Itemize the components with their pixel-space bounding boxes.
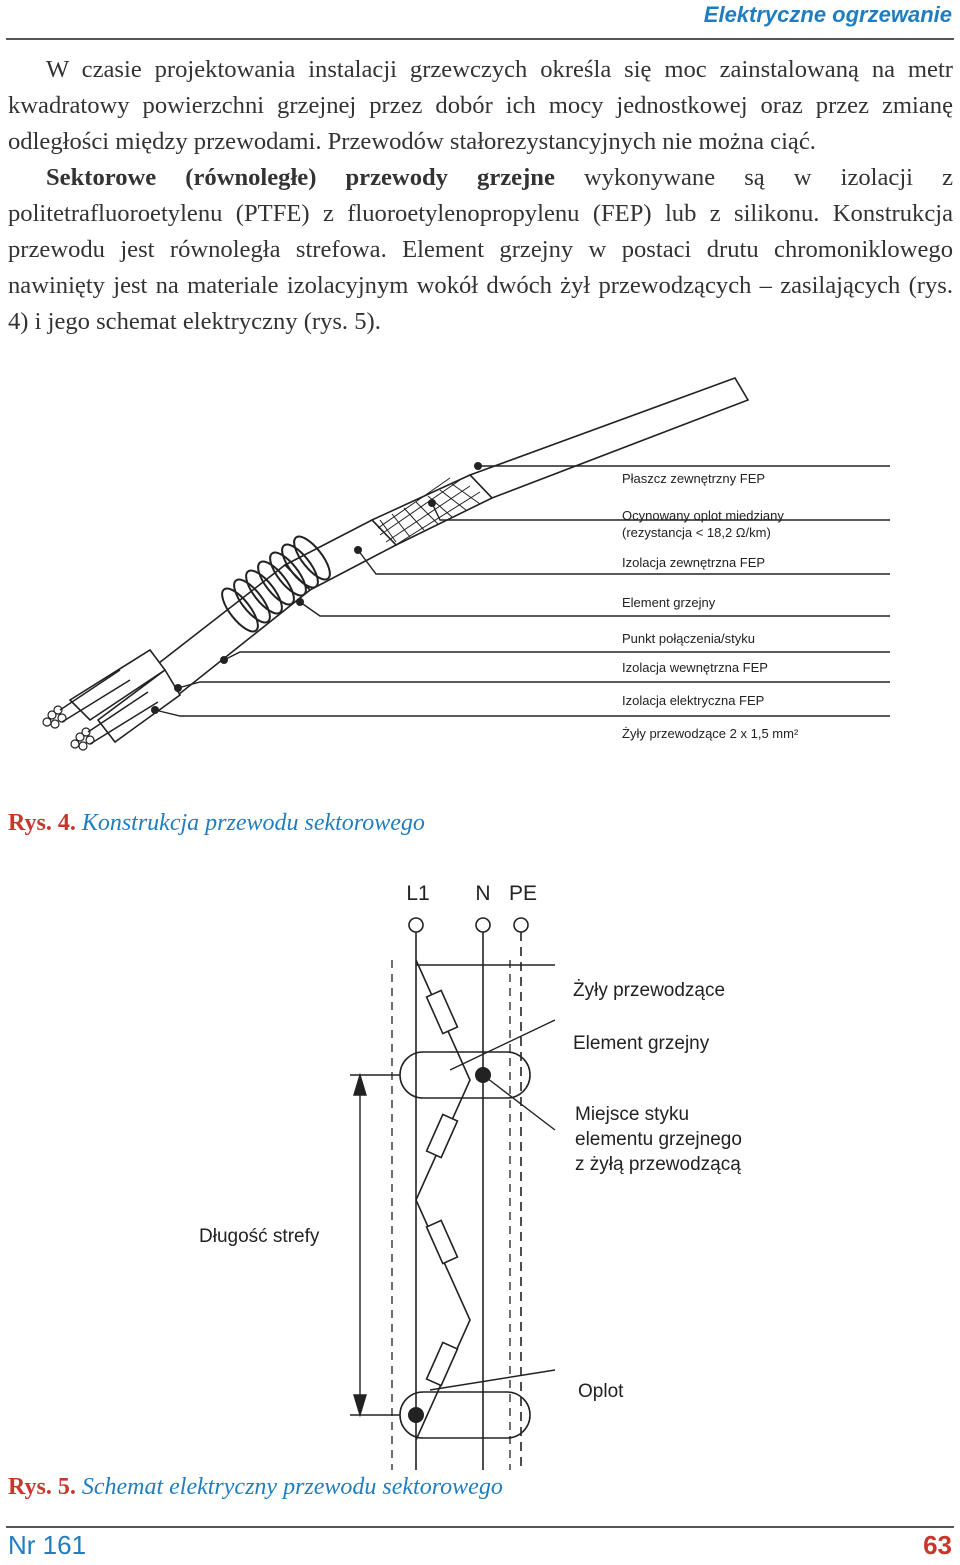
- inner-body-shape: [148, 563, 312, 697]
- braid-lines: [391, 960, 511, 1470]
- label-zone-length: Długość strefy: [199, 1226, 320, 1247]
- label-junction-3: z żyłą przewodzącą: [575, 1154, 741, 1175]
- label-junction-2: elementu grzejnego: [575, 1129, 742, 1150]
- body-text: W czasie projektowania instalacji grzewc…: [8, 52, 953, 340]
- figure-4-cable: Płaszcz zewnętrzny FEP Ocynowany oplot m…: [42, 377, 890, 751]
- issue-number: Nr 161: [8, 1530, 87, 1560]
- conductor-ins-2: [96, 668, 182, 744]
- terminal-pe: PE: [509, 882, 537, 905]
- paragraph-1: W czasie projektowania instalacji grzewc…: [8, 56, 953, 155]
- figure-4-caption: Rys. 4. Konstrukcja przewodu sektorowego: [8, 810, 425, 837]
- section-title: Elektryczne ogrzewanie: [703, 2, 952, 27]
- figure-4-caption-num: Rys. 4.: [8, 810, 76, 836]
- conductor-leads: [59, 669, 159, 745]
- page-number: 63: [923, 1530, 952, 1560]
- label-junction-1: Miejsce styku: [575, 1104, 689, 1125]
- heating-winding: [221, 535, 331, 633]
- paragraph-2-rest: wykonywane są w izolacji z politetrafluo…: [8, 164, 954, 335]
- figure-5-caption: Rys. 5. Schemat elektryczny przewodu sek…: [8, 1474, 503, 1501]
- leader-lines: [154, 465, 890, 717]
- footer: Nr 161 63: [0, 1526, 960, 1565]
- figure-5-caption-text: Schemat elektryczny przewodu sektorowego: [81, 1474, 503, 1500]
- header-rule: [6, 38, 954, 40]
- fig5-leaders: [416, 964, 556, 1391]
- label-braid: Ocynowany oplot miedziany: [622, 508, 784, 523]
- zone-length-dimension: [350, 1072, 400, 1418]
- figure-4-caption-text: Konstrukcja przewodu sektorowego: [81, 810, 425, 836]
- label-braid-resistance: (rezystancja < 18,2 Ω/km): [622, 525, 771, 540]
- figure-5-caption-num: Rys. 5.: [8, 1474, 76, 1500]
- resistors: [425, 989, 459, 1387]
- label-inner-insulation: Izolacja wewnętrzna FEP: [622, 660, 768, 675]
- conductor-strands: [42, 705, 95, 751]
- label-conductors: Żyły przewodzące 2 x 1,5 mm²: [622, 726, 799, 741]
- braid-hatching: [377, 477, 481, 547]
- label-heating-element: Element grzejny: [622, 595, 716, 610]
- terminal-circles: [408, 917, 529, 933]
- label-heating-element-schematic: Element grzejny: [573, 1033, 710, 1054]
- paragraph-2: Sektorowe (równoległe) przewody grzejne …: [8, 160, 953, 340]
- outer-insulation-shape: [283, 519, 398, 591]
- label-outer-jacket: Płaszcz zewnętrzny FEP: [622, 471, 765, 486]
- label-conductors-schematic: Żyły przewodzące: [573, 980, 725, 1001]
- label-braid-schematic: Oplot: [578, 1381, 624, 1402]
- label-junction-point: Punkt połączenia/styku: [622, 631, 755, 646]
- paragraph-2-bold: Sektorowe (równoległe) przewody grzejne: [46, 164, 555, 191]
- label-outer-insulation: Izolacja zewnętrzna FEP: [622, 555, 765, 570]
- label-electrical-insulation: Izolacja elektryczna FEP: [622, 693, 764, 708]
- footer-rule: [6, 1526, 954, 1528]
- figure-5-schematic: L1 N PE: [199, 882, 742, 1470]
- terminal-l1: L1: [406, 882, 429, 905]
- terminal-n: N: [475, 882, 490, 905]
